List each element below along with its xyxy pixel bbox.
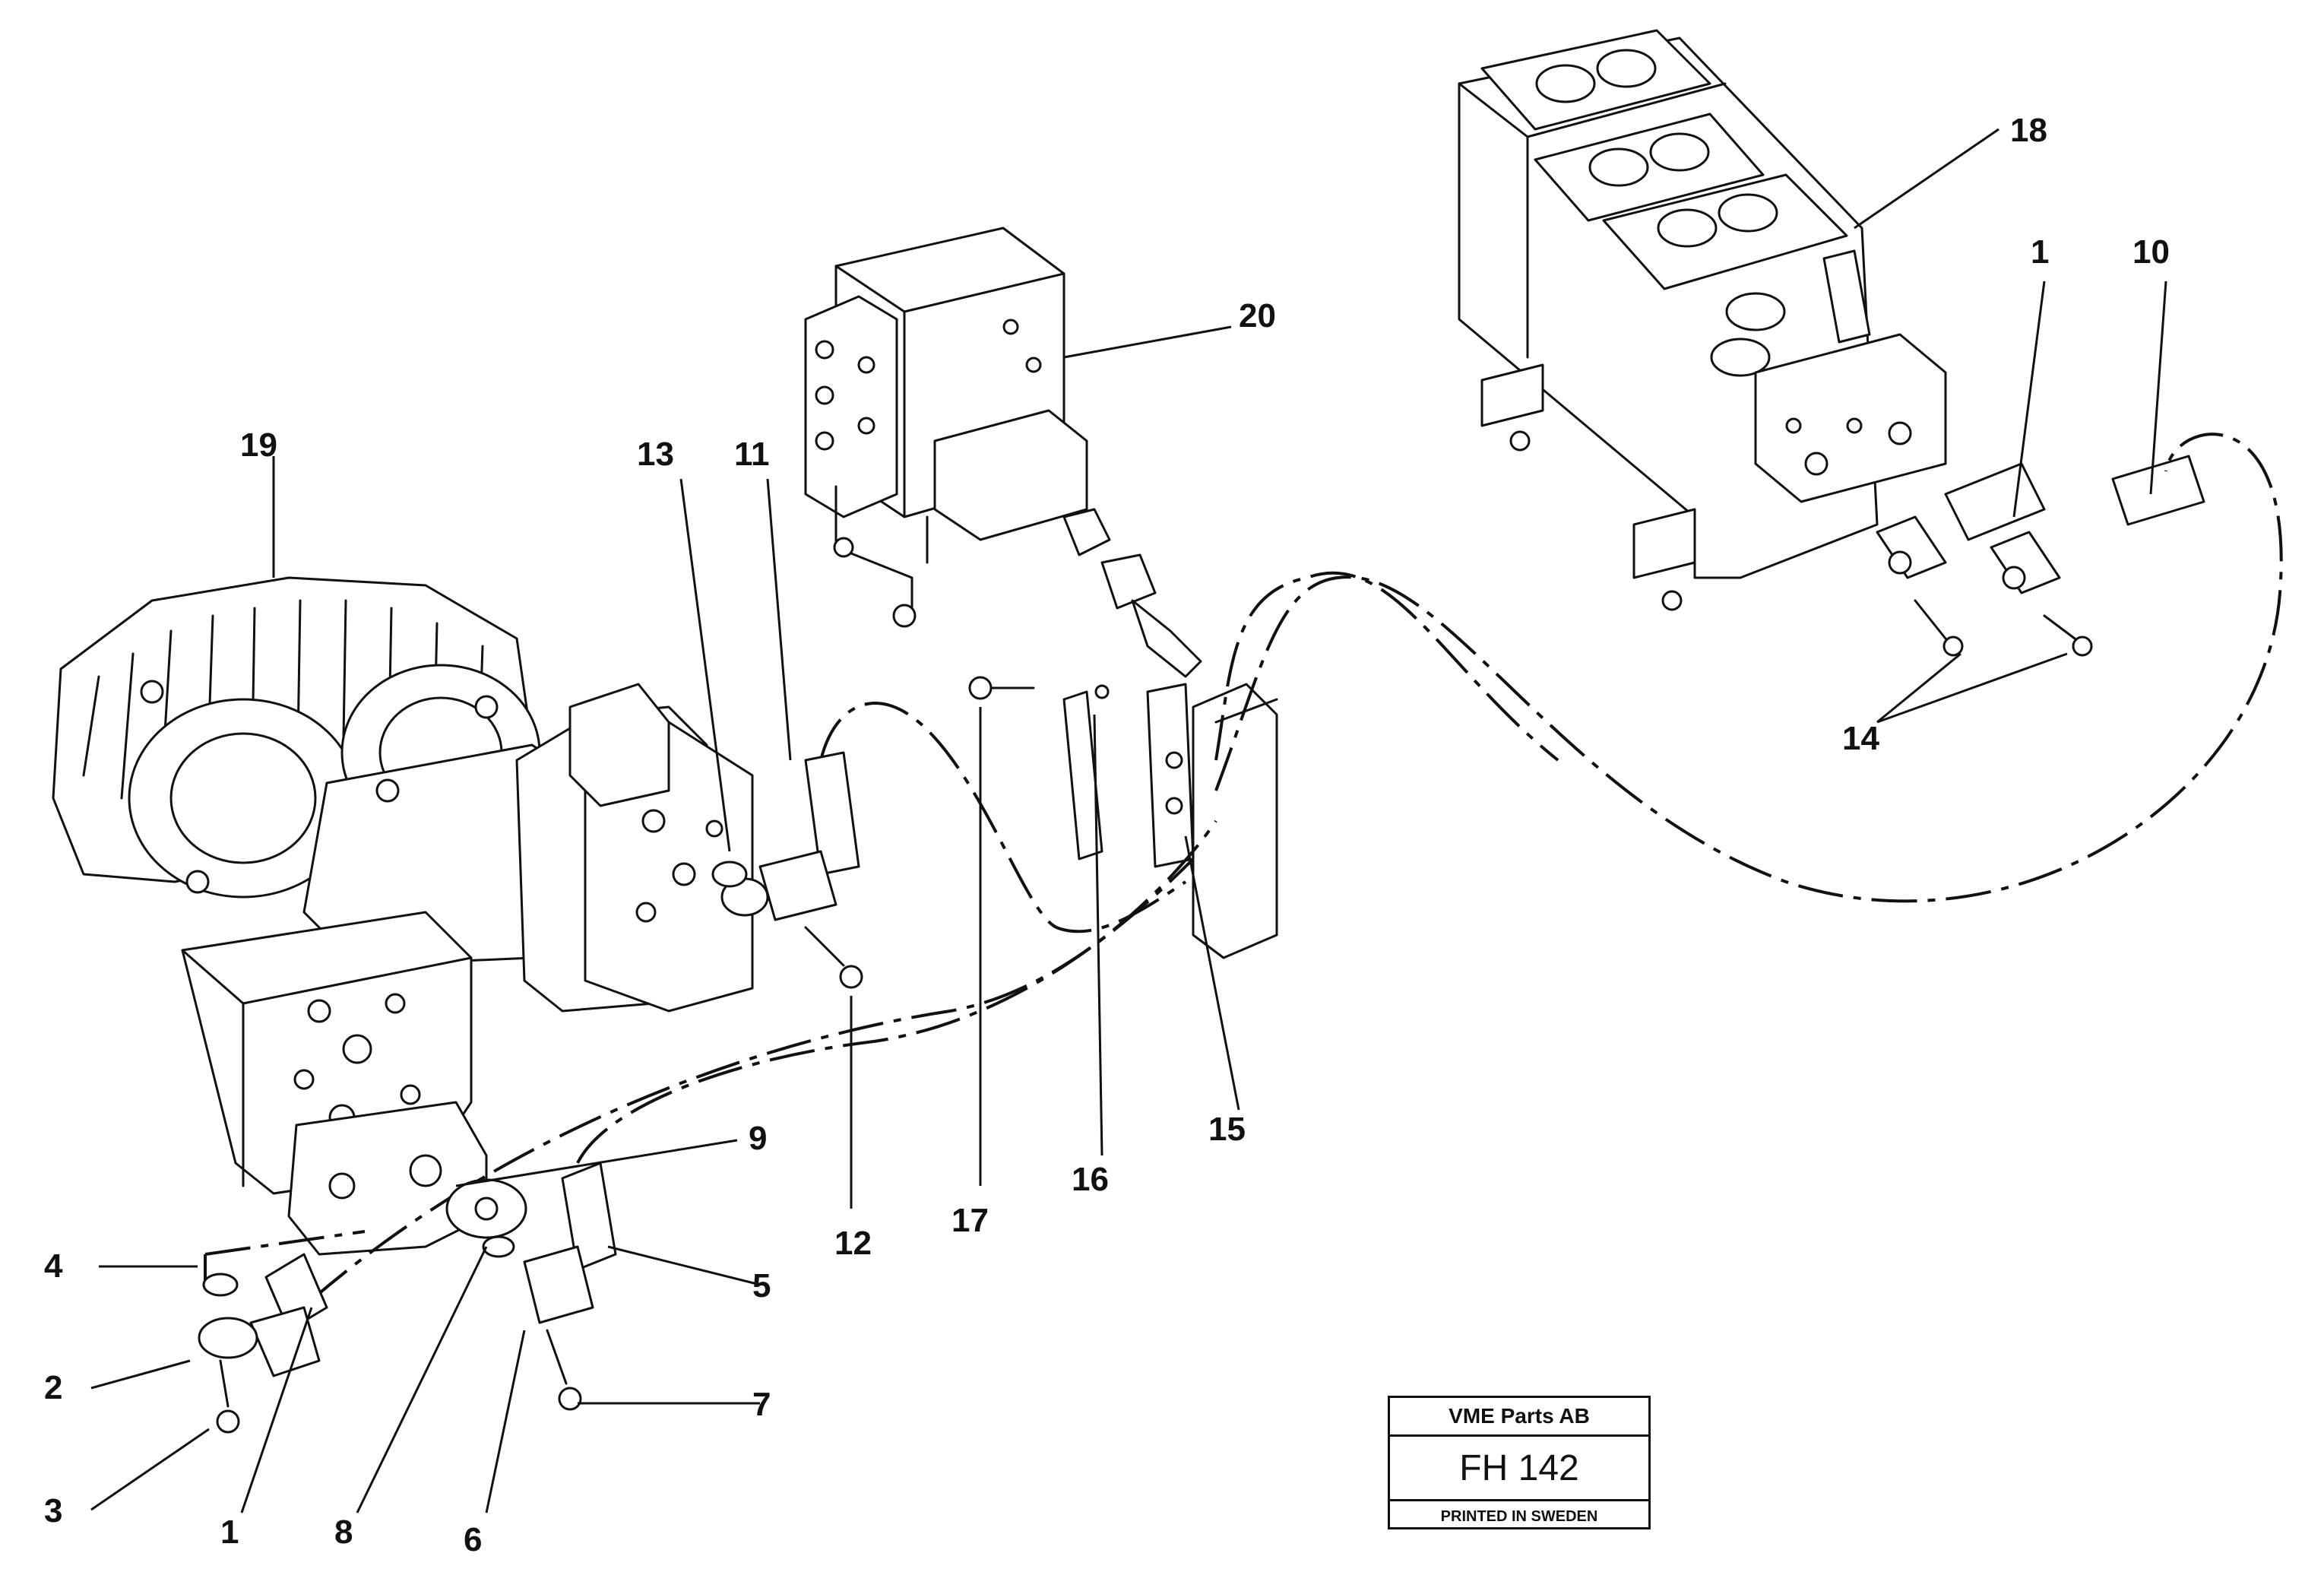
fittings bbox=[198, 751, 863, 1434]
label-15: 15 bbox=[1208, 1111, 1246, 1148]
label-13: 13 bbox=[637, 436, 674, 473]
label-19: 19 bbox=[240, 426, 277, 464]
label-17: 17 bbox=[951, 1202, 989, 1239]
label-11: 11 bbox=[734, 436, 770, 473]
stamp-printed: PRINTED IN SWEDEN bbox=[1440, 1507, 1598, 1525]
label-1-bottom: 1 bbox=[220, 1514, 239, 1551]
label-14: 14 bbox=[1842, 720, 1879, 757]
hoses bbox=[204, 433, 2283, 1301]
stamp-code: FH 142 bbox=[1390, 1437, 1648, 1501]
label-9: 9 bbox=[749, 1120, 767, 1157]
label-1-right: 1 bbox=[2031, 233, 2049, 271]
label-2: 2 bbox=[44, 1369, 62, 1406]
label-10: 10 bbox=[2132, 233, 2170, 271]
label-5: 5 bbox=[752, 1267, 771, 1304]
pump-assembly bbox=[52, 576, 754, 1256]
clamp-bracket bbox=[968, 676, 1278, 959]
label-20: 20 bbox=[1239, 297, 1276, 334]
label-12: 12 bbox=[834, 1225, 872, 1262]
label-3: 3 bbox=[44, 1492, 62, 1529]
leader-lines bbox=[90, 128, 2167, 1514]
label-4: 4 bbox=[44, 1247, 63, 1285]
label-7: 7 bbox=[752, 1386, 771, 1423]
label-18: 18 bbox=[2010, 112, 2047, 149]
part-labels: 4 2 3 1 8 6 5 7 9 12 17 16 15 11 13 19 2… bbox=[44, 112, 2170, 1558]
distribution-block bbox=[1458, 29, 2205, 657]
label-16: 16 bbox=[1072, 1161, 1109, 1198]
label-6: 6 bbox=[464, 1521, 482, 1558]
stamp-company: VME Parts AB bbox=[1390, 1398, 1648, 1437]
title-stamp: VME Parts AB FH 142 PRINTED IN SWEDEN bbox=[1388, 1396, 1651, 1529]
valve-block bbox=[804, 227, 1202, 678]
label-8: 8 bbox=[334, 1514, 353, 1551]
